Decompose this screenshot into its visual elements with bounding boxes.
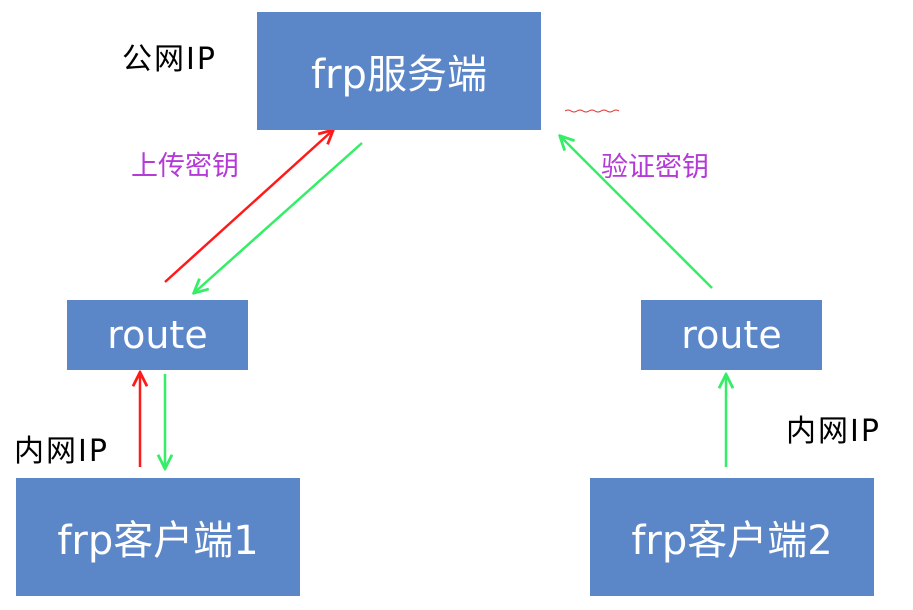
route-left-label: route bbox=[107, 313, 208, 357]
upload-key-label: 上传密钥 bbox=[131, 151, 239, 182]
frp-client1-label: frp客户端1 bbox=[57, 518, 259, 564]
frp-client2-label: frp客户端2 bbox=[631, 518, 833, 564]
frp-server-label: frp服务端 bbox=[311, 52, 487, 98]
frp-client2-node: frp客户端2 bbox=[590, 478, 874, 596]
spellcheck-squiggle bbox=[565, 109, 619, 113]
private-ip-label-right: 内网IP bbox=[786, 414, 881, 449]
verify-key-label: 验证密钥 bbox=[601, 152, 709, 183]
frp-server-node: frp服务端 bbox=[257, 12, 619, 130]
route-node-right: route bbox=[641, 300, 822, 370]
private-ip-label-left: 内网IP bbox=[14, 434, 109, 469]
route-right-label: route bbox=[681, 313, 782, 357]
frp-client1-node: frp客户端1 bbox=[16, 478, 300, 596]
public-ip-label: 公网IP bbox=[122, 42, 217, 77]
route-node-left: route bbox=[67, 300, 248, 370]
